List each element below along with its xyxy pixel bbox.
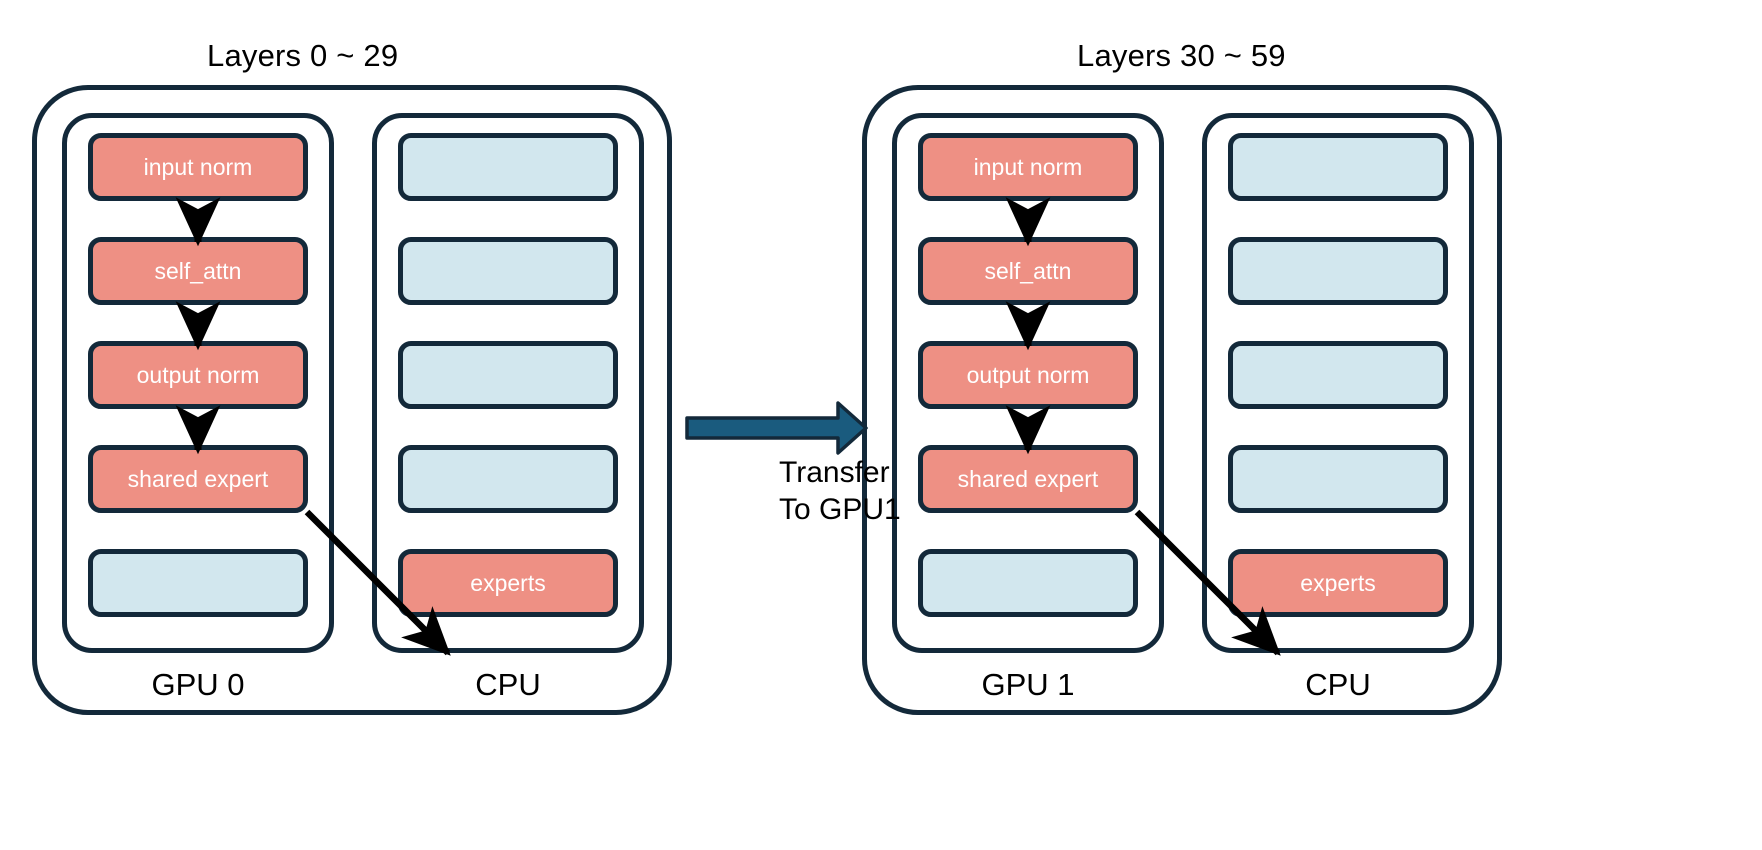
column-label-cpu-left: CPU: [475, 667, 541, 702]
block-placeholder-gpu1[interactable]: [918, 549, 1138, 617]
block-placeholder-cpu-right-2[interactable]: [1228, 237, 1448, 305]
block-placeholder-cpu-left-3[interactable]: [398, 341, 618, 409]
transfer-label-line1: Transfer: [779, 456, 890, 489]
block-output-norm-right[interactable]: output norm: [918, 341, 1138, 409]
block-experts-left[interactable]: experts: [398, 549, 618, 617]
block-experts-right[interactable]: experts: [1228, 549, 1448, 617]
block-placeholder-cpu-right-4[interactable]: [1228, 445, 1448, 513]
block-self-attn[interactable]: self_attn: [88, 237, 308, 305]
group-title-left: Layers 0 ~ 29: [207, 38, 399, 73]
group-title-right: Layers 30 ~ 59: [1077, 38, 1286, 73]
transfer-label-line2: To GPU1: [779, 493, 901, 526]
column-cpu-right: experts: [1202, 113, 1474, 653]
block-self-attn-right[interactable]: self_attn: [918, 237, 1138, 305]
transfer-arrow: [685, 401, 868, 455]
column-gpu-0: input norm self_attn output norm shared …: [62, 113, 334, 653]
column-label-gpu-1: GPU 1: [981, 667, 1075, 702]
column-label-gpu-0: GPU 0: [151, 667, 245, 702]
block-shared-expert-right[interactable]: shared expert: [918, 445, 1138, 513]
column-gpu-1: input norm self_attn output norm shared …: [892, 113, 1164, 653]
block-placeholder-cpu-right-1[interactable]: [1228, 133, 1448, 201]
block-input-norm[interactable]: input norm: [88, 133, 308, 201]
block-placeholder-cpu-left-4[interactable]: [398, 445, 618, 513]
block-placeholder-cpu-left-2[interactable]: [398, 237, 618, 305]
block-input-norm-right[interactable]: input norm: [918, 133, 1138, 201]
column-cpu-left: experts: [372, 113, 644, 653]
column-label-cpu-right: CPU: [1305, 667, 1371, 702]
block-output-norm[interactable]: output norm: [88, 341, 308, 409]
block-placeholder-cpu-left-1[interactable]: [398, 133, 618, 201]
block-shared-expert[interactable]: shared expert: [88, 445, 308, 513]
block-placeholder-cpu-right-3[interactable]: [1228, 341, 1448, 409]
block-placeholder-gpu0[interactable]: [88, 549, 308, 617]
